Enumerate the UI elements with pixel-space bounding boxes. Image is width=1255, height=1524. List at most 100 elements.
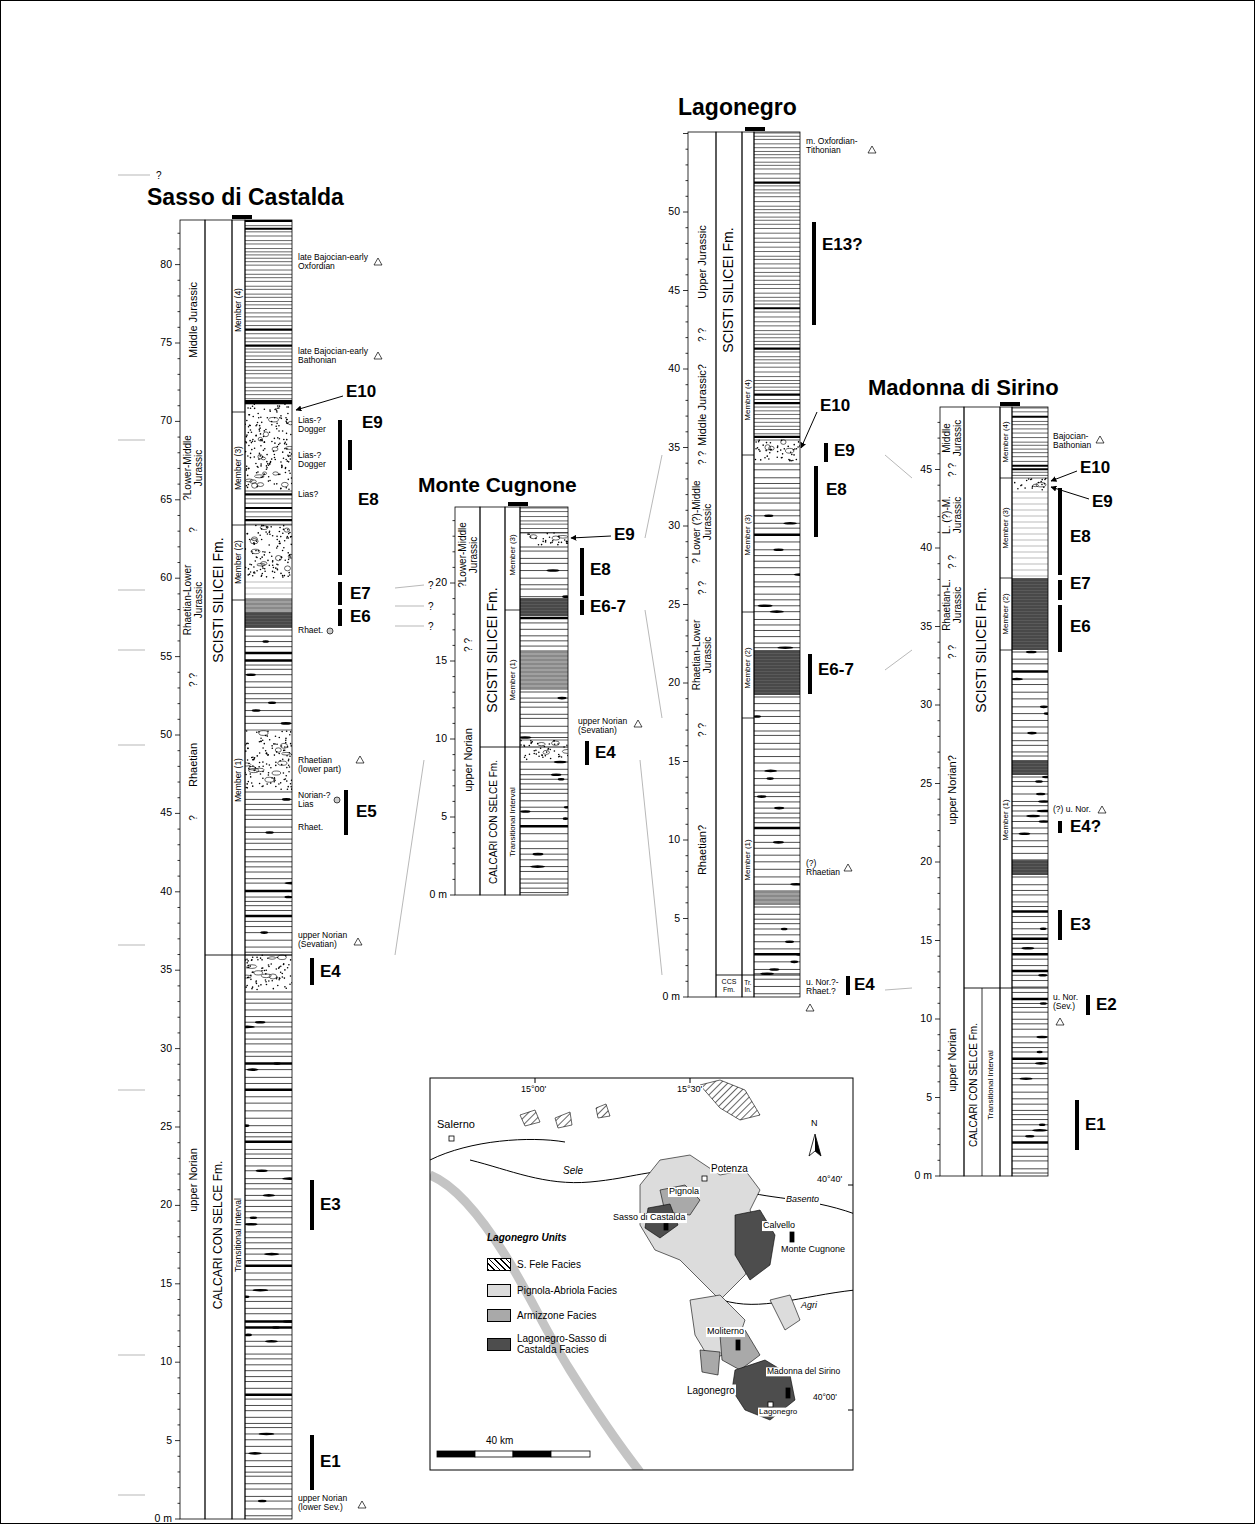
dating-note: late Bajocian-early Bathonian bbox=[298, 347, 370, 366]
depth-tick: 30 bbox=[160, 1043, 172, 1055]
limestone-bed bbox=[754, 515, 800, 516]
limestone-bed bbox=[245, 861, 292, 862]
breccia-dot bbox=[280, 461, 282, 463]
breccia-dot bbox=[290, 959, 292, 961]
breccia-dot bbox=[283, 963, 285, 965]
depth-tick-mark bbox=[175, 656, 180, 657]
column-top-bar bbox=[1000, 402, 1020, 406]
breccia-dot bbox=[246, 783, 248, 785]
depth-tick-mark bbox=[178, 719, 181, 720]
breccia-dot bbox=[248, 445, 250, 447]
limestone-bed bbox=[245, 646, 292, 647]
breccia-dot bbox=[279, 978, 281, 980]
event-label: E9 bbox=[362, 414, 383, 433]
legend-text: S. Fele Facies bbox=[517, 1259, 627, 1270]
depth-tick-mark bbox=[686, 902, 689, 903]
limestone-bed bbox=[520, 563, 568, 564]
breccia-dot bbox=[523, 744, 525, 746]
depth-tick-mark bbox=[453, 551, 456, 552]
column-top-bar bbox=[508, 502, 528, 506]
limestone-bed bbox=[1012, 794, 1048, 795]
breccia-dot bbox=[251, 564, 253, 566]
breccia-dot bbox=[793, 444, 795, 446]
depth-tick-mark bbox=[683, 526, 688, 527]
depth-tick-mark bbox=[935, 705, 940, 706]
chert-nodule bbox=[1040, 706, 1048, 709]
limestone-bed bbox=[754, 749, 800, 750]
chert-bed bbox=[245, 258, 292, 259]
correlation-line bbox=[395, 760, 424, 955]
breccia-dot bbox=[254, 440, 256, 442]
member-label: Member (1) bbox=[234, 758, 243, 802]
breccia-dot bbox=[246, 730, 248, 732]
breccia-dot bbox=[559, 755, 561, 757]
breccia-dot bbox=[260, 465, 262, 467]
chert-nodule bbox=[265, 1340, 278, 1343]
event-bar bbox=[1058, 605, 1062, 652]
breccia-dot bbox=[256, 466, 258, 468]
breccia-dot bbox=[248, 468, 250, 470]
breccia-dot bbox=[280, 573, 282, 575]
event-label: E4 bbox=[320, 963, 341, 982]
depth-tick-mark bbox=[178, 531, 181, 532]
scale-bar bbox=[437, 1451, 475, 1457]
breccia-dot bbox=[269, 409, 271, 411]
column-top-bar bbox=[232, 215, 252, 219]
chert-nodule bbox=[1027, 732, 1037, 735]
chert-bed bbox=[1012, 408, 1048, 409]
chert-nodule bbox=[255, 1021, 266, 1024]
limestone-bed bbox=[245, 669, 292, 670]
age-label: ?Lower-Middle Jurassic bbox=[182, 428, 204, 508]
depth-tick-mark bbox=[683, 133, 688, 134]
member-label: Member (3) bbox=[1002, 507, 1011, 548]
map-frame bbox=[430, 1078, 853, 1470]
member-boundary bbox=[1000, 478, 1012, 479]
breccia-dot bbox=[759, 450, 761, 452]
breccia-clast bbox=[249, 768, 259, 772]
event-label: E9 bbox=[1092, 493, 1113, 512]
chert-nodule bbox=[259, 1433, 275, 1436]
breccia-dot bbox=[260, 416, 262, 418]
breccia-dot bbox=[261, 959, 263, 961]
limestone-bed bbox=[1012, 906, 1048, 907]
depth-tick-mark bbox=[686, 164, 689, 165]
limestone-bed bbox=[520, 622, 568, 623]
limestone-bed bbox=[1012, 1149, 1048, 1150]
breccia-dot bbox=[256, 983, 258, 985]
chert-bed bbox=[754, 181, 800, 183]
chert-bed bbox=[245, 362, 292, 363]
breccia-dot bbox=[267, 463, 269, 465]
depth-tick-mark bbox=[686, 431, 689, 432]
depth-tick-mark bbox=[938, 924, 941, 925]
chert-nodule bbox=[770, 610, 784, 613]
depth-tick-mark bbox=[938, 909, 941, 910]
chert-nodule bbox=[794, 573, 800, 576]
depth-tick-mark bbox=[178, 876, 181, 877]
depth-tick-mark bbox=[178, 1001, 181, 1002]
query-mark: ? ? bbox=[947, 463, 958, 477]
event-label: E2 bbox=[1096, 996, 1117, 1015]
member-label: Tr. In. bbox=[742, 979, 754, 993]
limestone-bed bbox=[754, 919, 800, 920]
bed-line bbox=[1012, 862, 1048, 863]
depth-tick-mark bbox=[453, 785, 456, 786]
chert-bed bbox=[754, 418, 800, 419]
formation-label: SCISTI SILICEI Fm. bbox=[485, 587, 500, 712]
breccia-dot bbox=[290, 783, 292, 785]
limestone-bed bbox=[754, 498, 800, 499]
breccia-dot bbox=[289, 556, 291, 558]
dating-symbol bbox=[634, 720, 642, 727]
chert-bed bbox=[754, 139, 800, 140]
event-pointer bbox=[571, 536, 611, 538]
event-label: E8 bbox=[358, 491, 379, 510]
breccia-dot bbox=[264, 570, 266, 572]
chert-bed bbox=[520, 508, 568, 509]
breccia-dot bbox=[276, 563, 278, 565]
chert-bed bbox=[754, 136, 800, 137]
age-label: Rhaetian-Lower Jurassic bbox=[182, 560, 204, 640]
limestone-bed bbox=[245, 809, 292, 810]
map-label: 40°40' bbox=[816, 1175, 843, 1185]
limestone-bed bbox=[520, 841, 568, 842]
bed-line bbox=[1012, 583, 1048, 584]
dating-note: Bajocian-Bathonian bbox=[1053, 432, 1103, 451]
